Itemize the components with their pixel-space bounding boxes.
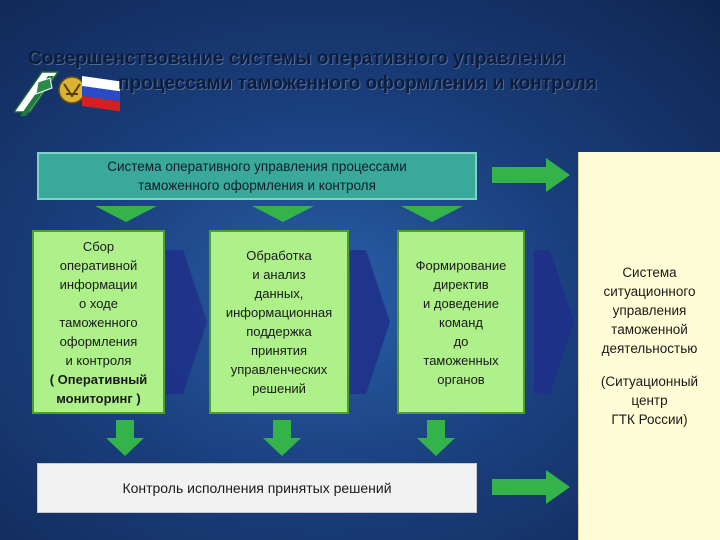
arrow-down-1 [95,206,157,222]
box3-line: команд [438,314,483,330]
top-box-line-2: таможенного оформления и контроля [138,178,376,193]
arrow-blue-1 [166,250,207,394]
right-sub-line: ГТК России) [611,412,688,427]
box1-line: Сбор [82,238,115,254]
box3-line: таможенных [423,352,499,368]
box1-line: о ходе [79,295,118,311]
header: Совершенствование системы оперативного у… [0,18,720,116]
box1-line: таможенного [59,314,138,330]
customs-emblem-icon [14,71,120,116]
box1-line: и контроля [65,352,132,368]
process-box-collect: Сбор оперативной информации о ходе тамож… [32,230,165,414]
box2-line: управленческих [230,362,328,377]
execution-control-label: Контроль исполнения принятых решений [122,479,392,496]
box1-emphasis: мониторинг ) [56,390,141,406]
top-box-line-1: Система оперативного управления процесса… [107,159,407,174]
arrow-blue-3 [534,250,574,394]
process-box-directives: Формирование директив и доведение команд… [397,230,525,414]
process-box-analysis: Обработка и анализ данных, информационна… [209,230,349,414]
right-line: деятельностью [601,341,698,356]
box2-line: принятия [250,343,307,358]
box2-line: информационная [225,305,333,320]
box2-line: и анализ [252,267,306,282]
box2-line: Обработка [246,248,312,263]
box2-line: данных, [254,286,304,301]
box1-line: оформления [59,333,138,349]
right-line: ситуационного [603,284,696,299]
title-line-1: Совершенствование системы оперативного у… [28,48,566,69]
right-line: Система [622,265,677,280]
arrow-down-4 [106,420,144,456]
oper-control-system-box: Система оперативного управления процесса… [37,152,477,200]
arrow-right-bottom [492,470,570,504]
right-line: управления [612,303,687,318]
right-sub-line: центр [631,393,668,408]
box3-line: Формирование [415,257,507,273]
right-sub-line: (Ситуационный [600,374,699,389]
page-title: Совершенствование системы оперативного у… [28,46,720,96]
arrow-down-5 [263,420,301,456]
arrow-down-6 [417,420,455,456]
box2-line: поддержка [246,324,312,339]
title-line-2: процессами таможенного оформления и конт… [118,73,597,94]
box2-line: решений [252,381,306,396]
execution-control-box: Контроль исполнения принятых решений [37,463,477,513]
arrow-down-2 [252,206,314,222]
arrow-blue-2 [350,250,390,394]
situation-center-panel: Система ситуационного управления таможен… [578,152,720,540]
box1-emphasis: ( Оперативный [49,371,148,387]
box3-line: до [453,333,469,349]
arrow-right-top [492,158,570,192]
box3-line: и доведение [423,295,499,311]
arrow-down-3 [401,206,463,222]
box3-line: директив [433,276,489,292]
box1-line: оперативной [59,257,138,273]
right-line: таможенной [611,322,688,337]
box1-line: информации [59,276,138,292]
box3-line: органов [437,371,485,387]
